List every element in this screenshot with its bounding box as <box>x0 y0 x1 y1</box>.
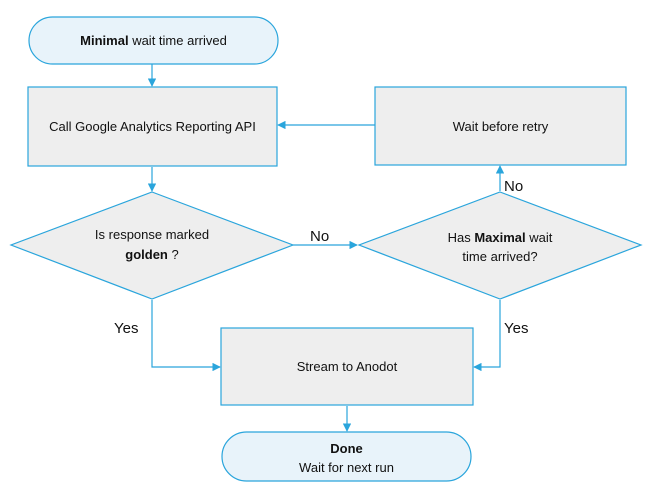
edge-label-maximal-no: No <box>504 178 523 195</box>
start-label: Minimal wait time arrived <box>80 33 227 48</box>
start-terminal: Minimal wait time arrived <box>28 16 279 65</box>
stream-label: Stream to Anodot <box>297 359 398 374</box>
done-terminal: Done Wait for next run <box>221 431 472 482</box>
edge-label-golden-yes: Yes <box>114 320 138 337</box>
stream-process: Stream to Anodot <box>220 327 474 406</box>
call-api-label: Call Google Analytics Reporting API <box>49 119 256 134</box>
wait-retry-label: Wait before retry <box>453 119 549 134</box>
maximal-question-line2: time arrived? <box>462 249 537 264</box>
maximal-question-line1: Has Maximal wait <box>448 230 553 245</box>
golden-decision: Is response marked golden ? <box>9 191 295 300</box>
edge-label-maximal-yes: Yes <box>504 320 528 337</box>
wait-retry-process: Wait before retry <box>374 86 627 166</box>
maximal-decision: Has Maximal wait time arrived? <box>357 191 643 300</box>
call-api-process: Call Google Analytics Reporting API <box>27 86 278 167</box>
edge-golden-yes <box>151 300 221 372</box>
golden-question-line1: Is response marked <box>95 227 209 242</box>
done-title: Done <box>330 441 363 456</box>
edge-label-golden-no: No <box>310 228 329 245</box>
edge-maximal-yes <box>473 300 501 372</box>
golden-question-line2: golden ? <box>125 247 178 262</box>
done-subtitle: Wait for next run <box>299 460 394 475</box>
